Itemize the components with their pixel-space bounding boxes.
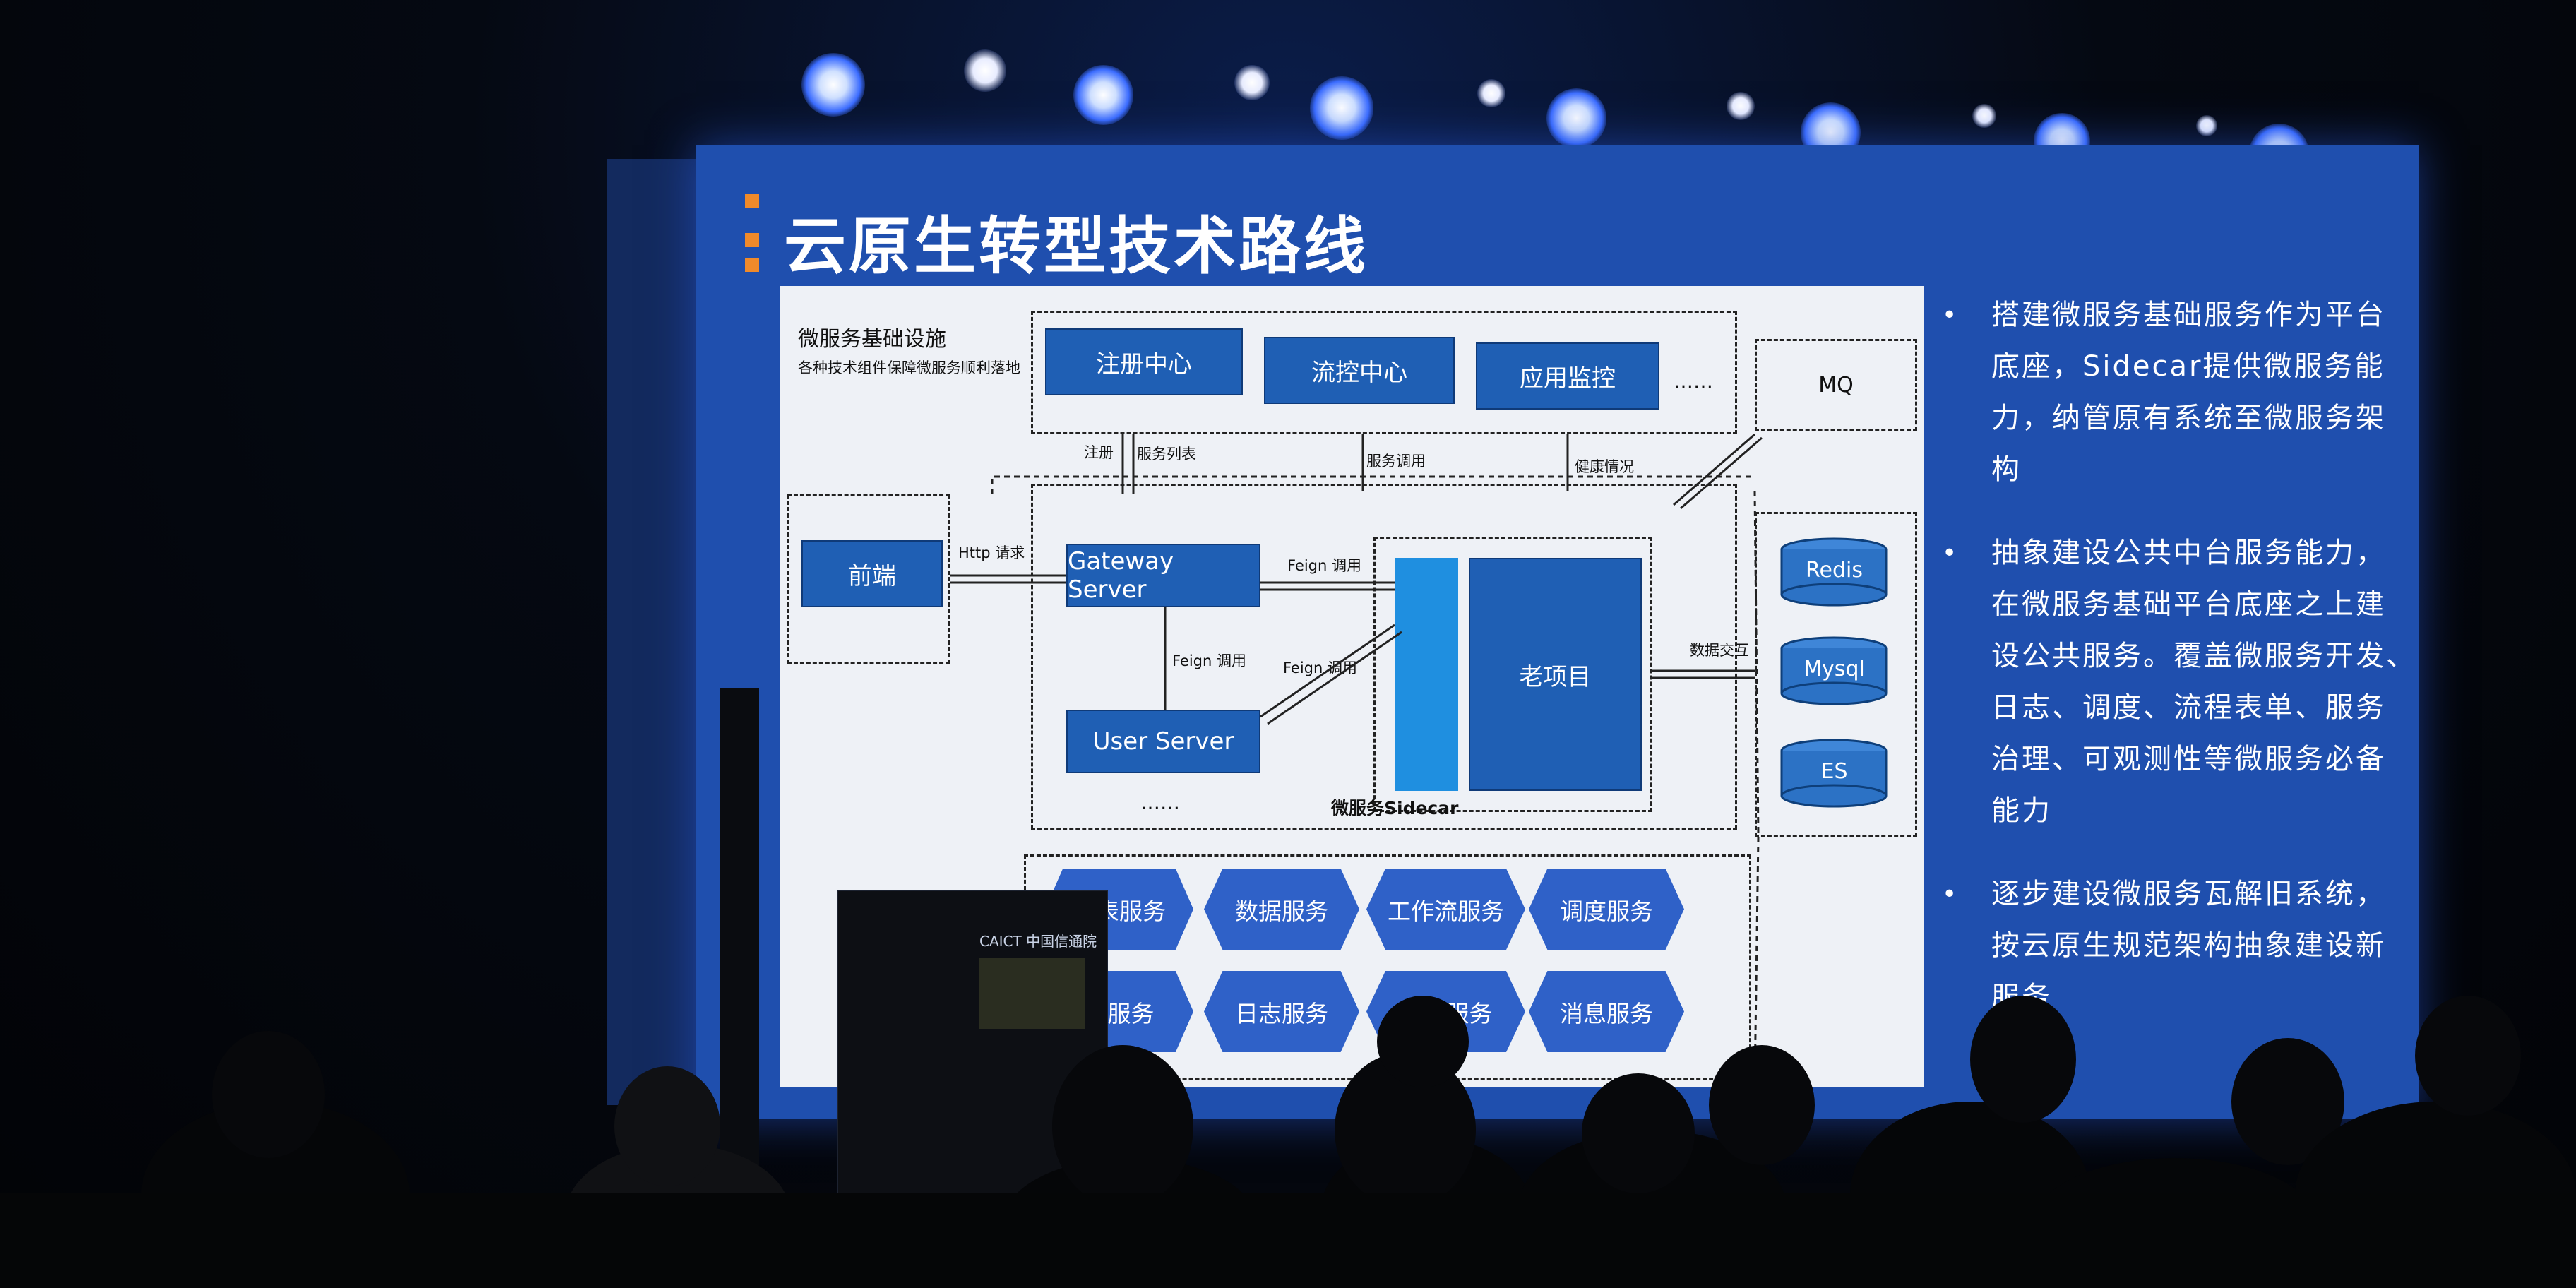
audience-silhouette: [1582, 1073, 1695, 1193]
bullet-list: • 搭建微服务基础服务作为平台 底座，Sidecar提供微服务能 力，纳管原有系…: [1942, 290, 2422, 1023]
http-label: Http 请求: [958, 544, 1025, 561]
sidecar-group: [1373, 537, 1652, 812]
slide-title: 云原生转型技术路线: [784, 210, 1369, 282]
audience-silhouette: [212, 1031, 325, 1158]
es-database-icon: ES: [1779, 738, 1889, 809]
redis-database-icon: Redis: [1779, 537, 1889, 607]
audience-silhouette: [1709, 1045, 1815, 1165]
connector-lines: [950, 433, 1763, 1085]
architecture-diagram: 微服务基础设施 各种技术组件保障微服务顺利落地 注册中心 流控中心 应用监控 ……: [780, 286, 1924, 1087]
feign-label: Feign 调用: [1172, 652, 1246, 669]
stage-light: [1073, 65, 1133, 125]
data-exchange-label: 数据交互: [1690, 642, 1749, 659]
service-log: 日志服务: [1204, 971, 1359, 1052]
stage-pole: [720, 688, 759, 1183]
stage-light: [1727, 92, 1755, 120]
registry-box: 注册中心: [1045, 328, 1243, 395]
service-message: 消息服务: [1529, 971, 1684, 1052]
stage-light: [1234, 65, 1270, 100]
stage-light: [1972, 104, 1996, 128]
stage-light: [801, 53, 865, 117]
bullet-item: • 抽象建设公共中台服务能力， 在微服务基础平台底座之上建 设公共服务。覆盖微服…: [1942, 537, 2416, 827]
title-marker-icon: [745, 194, 759, 208]
stage-light: [1546, 88, 1606, 148]
title-marker-icon: [745, 233, 759, 247]
service-list-label: 服务列表: [1137, 446, 1196, 463]
stage-light: [1477, 79, 1505, 107]
bullet-item: • 搭建微服务基础服务作为平台 底座，Sidecar提供微服务能 力，纳管原有系…: [1942, 299, 2386, 486]
monitoring-box: 应用监控: [1476, 342, 1659, 410]
audience-silhouette: [1377, 996, 1469, 1087]
infra-subtitle: 各种技术组件保障微服务顺利落地: [798, 359, 1020, 376]
frontend-box: 前端: [801, 540, 943, 607]
title-marker-icon: [745, 258, 759, 272]
register-label: 注册: [1084, 444, 1114, 461]
service-group: [1031, 484, 1737, 830]
service-data: 数据服务: [1204, 869, 1359, 950]
user-server-box: User Server: [1066, 710, 1260, 773]
service-workflow: 工作流服务: [1366, 869, 1525, 950]
service-call-label: 服务调用: [1366, 453, 1426, 470]
infra-group: [1031, 311, 1737, 434]
database-group: [1755, 512, 1917, 837]
ellipsis-text: ……: [1140, 791, 1180, 814]
legacy-project-box: 老项目: [1469, 558, 1642, 791]
feign-label: Feign 调用: [1283, 660, 1357, 676]
sidecar-label: 微服务Sidecar: [1331, 798, 1459, 818]
ellipsis-text: ……: [1674, 369, 1713, 393]
flow-control-box: 流控中心: [1264, 337, 1455, 404]
stage-light: [964, 49, 1006, 92]
audience-silhouette: [1970, 996, 2076, 1123]
stage-light: [1310, 76, 1373, 140]
feign-label: Feign 调用: [1287, 557, 1361, 574]
audience-silhouette: [0, 1193, 2576, 1288]
mq-box: MQ: [1755, 339, 1917, 431]
audience-silhouette: [2415, 996, 2521, 1116]
gateway-server-box: Gateway Server: [1066, 544, 1260, 607]
health-label: 健康情况: [1575, 458, 1634, 475]
infra-title: 微服务基础设施: [798, 327, 946, 352]
stage-light: [2196, 115, 2217, 136]
audience-silhouette: [1052, 1045, 1193, 1208]
mysql-database-icon: Mysql: [1779, 636, 1889, 706]
service-scheduling: 调度服务: [1529, 869, 1684, 950]
audience-silhouette: [614, 1066, 720, 1186]
podium-logo-text: CAICT 中国信通院: [979, 933, 1097, 950]
sidecar-bar: [1395, 558, 1458, 791]
frontend-group: [787, 494, 950, 664]
